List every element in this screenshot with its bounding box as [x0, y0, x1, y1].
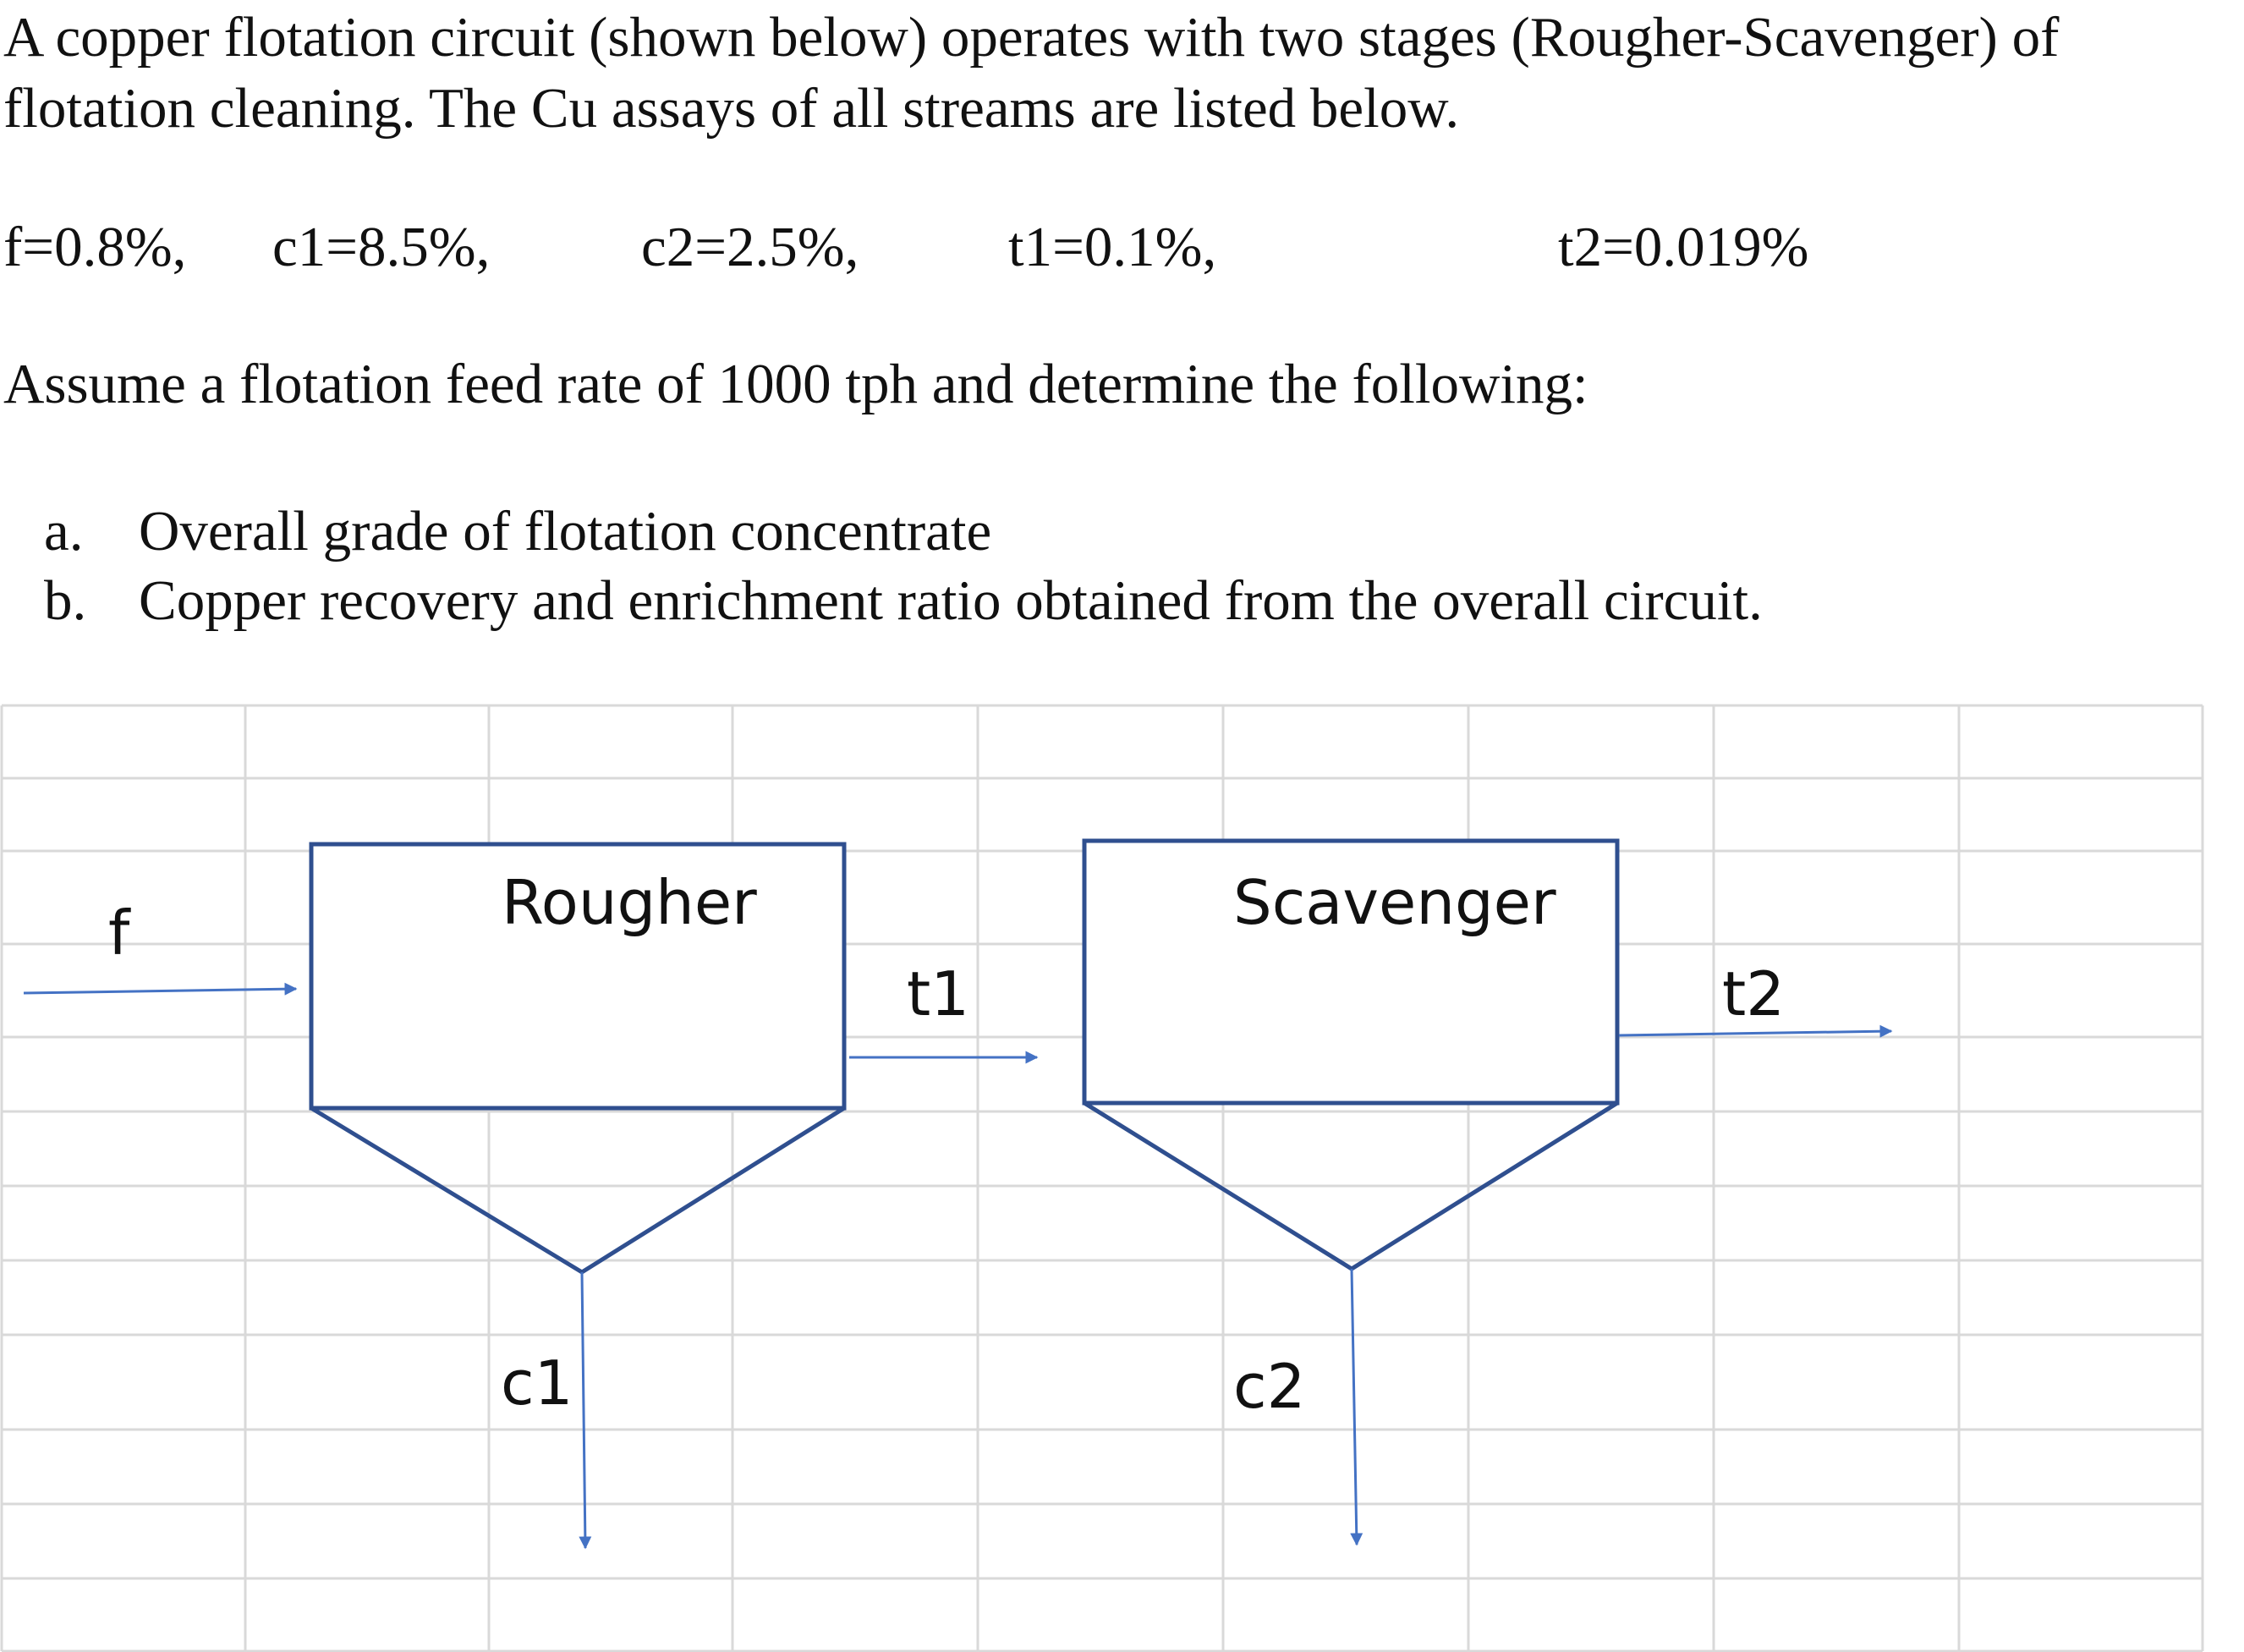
assay-c1: c1=8.5%,: [272, 216, 491, 278]
rougher-cell: Rougher: [309, 842, 847, 1275]
rougher-tank: [309, 842, 847, 1111]
stream-label-f: f: [108, 897, 131, 969]
assumption-text: Assume a flotation feed rate of 1000 tph…: [3, 353, 1588, 415]
c1-arrow-icon: [579, 1271, 592, 1550]
question-b-marker: b.: [44, 569, 87, 632]
rougher-hopper: [310, 1106, 846, 1275]
question-b-text: Copper recovery and enrichment ratio obt…: [139, 569, 1763, 632]
scavenger-label: Scavenger: [1233, 867, 1556, 938]
scavenger-tank: [1082, 838, 1620, 1106]
stream-label-t2: t2: [1722, 958, 1785, 1029]
feed-arrow-icon: [23, 982, 298, 996]
assay-c2: c2=2.5%,: [641, 216, 859, 278]
rougher-label: Rougher: [502, 867, 757, 938]
question-a-marker: a.: [44, 500, 84, 563]
assay-feed: f=0.8%,: [3, 216, 187, 278]
question-a-text: Overall grade of flotation concentrate: [139, 500, 992, 563]
stream-label-c2: c2: [1233, 1351, 1305, 1422]
stream-arrows: [23, 982, 1893, 1550]
question-a: a. Overall grade of flotation concentrate: [44, 496, 991, 567]
assay-t1: t1=0.1%,: [1008, 216, 1217, 278]
t2-arrow-icon: [1618, 1024, 1893, 1038]
c2-arrow-icon: [1350, 1268, 1363, 1546]
stream-label-c1: c1: [501, 1347, 573, 1419]
flotation-circuit-diagram: Rougher Scavenger f t1 t2 c1 c2: [0, 704, 2204, 1652]
stream-label-t1: t1: [907, 958, 969, 1029]
question-b: b. Copper recovery and enrichment ratio o…: [44, 565, 1763, 636]
assay-t2: t2=0.019%: [1558, 216, 1809, 278]
problem-intro: A copper flotation circuit (shown below)…: [3, 6, 2060, 140]
scavenger-cell: Scavenger: [1082, 838, 1620, 1271]
